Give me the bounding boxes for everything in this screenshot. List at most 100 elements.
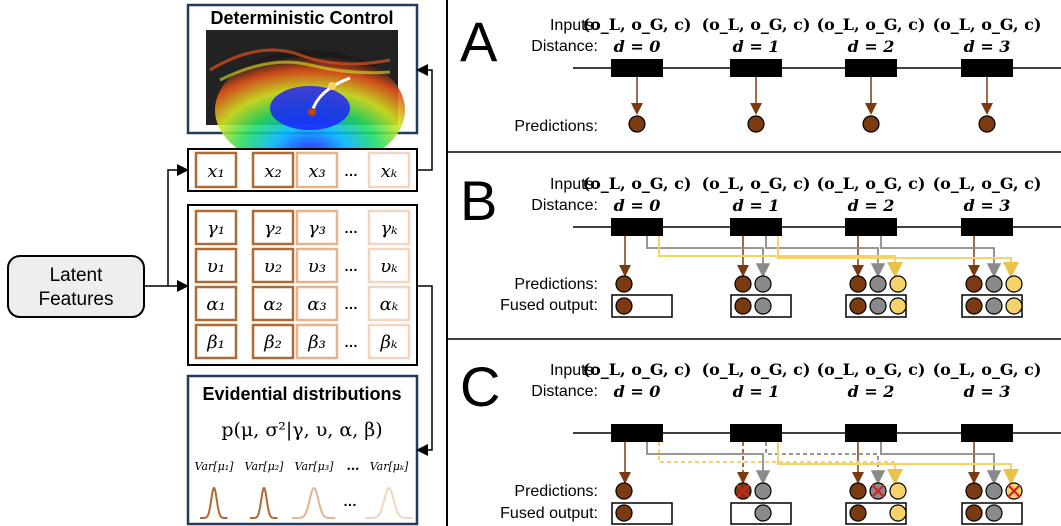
latent-connectors: [144, 64, 433, 456]
encoder-block: [611, 59, 663, 77]
prediction-dot: [869, 297, 887, 315]
param-dots: …: [344, 220, 358, 236]
distance-value: d = 0: [614, 382, 661, 401]
input-value: (o_L, o_G, c): [817, 15, 926, 34]
evidential-box: [186, 374, 419, 526]
inputs-label: Inputs:: [550, 362, 598, 379]
param-cell: [194, 285, 238, 322]
distance-value: d = 3: [964, 196, 1011, 215]
input-value: (o_L, o_G, c): [583, 15, 692, 34]
param-cell: [251, 247, 295, 284]
prediction-dot: [1005, 297, 1023, 315]
evidential-title: Evidential distributions: [202, 384, 401, 404]
inputs-label: Inputs:: [550, 176, 598, 193]
param-cell-label: γₖ: [380, 218, 398, 239]
latent-label-line1: Latent: [50, 265, 104, 286]
prediction-dot: [628, 115, 646, 133]
prediction-dot: [862, 115, 880, 133]
predictions-label: Predictions:: [514, 118, 598, 135]
param-cell-label: υ₁: [207, 256, 225, 277]
panel-label: B: [460, 169, 497, 232]
prediction-dot: [754, 297, 772, 315]
var-label: Var[μ₁]: [195, 460, 235, 473]
x-cell: [295, 151, 339, 189]
distance-value: d = 3: [964, 382, 1011, 401]
panel-label: C: [460, 355, 500, 418]
terrain-visual: [209, 48, 405, 170]
prediction-dot: [985, 275, 1003, 293]
distance-value: d = 1: [733, 382, 780, 401]
param-cell: [367, 285, 411, 322]
param-dots: …: [344, 296, 358, 312]
arrow: [777, 236, 1019, 278]
control-title: Deterministic Control: [210, 8, 393, 28]
encoder-block: [961, 59, 1013, 77]
input-value: (o_L, o_G, c): [702, 174, 811, 193]
prediction-dot: [615, 297, 633, 315]
var-label: Var[μ₂]: [245, 460, 285, 473]
param-cell-label: β₁: [206, 332, 225, 353]
var-label: …: [347, 459, 360, 474]
distribution-curves: [200, 486, 413, 519]
prediction-dot: [985, 504, 1003, 522]
distance-value: d = 1: [733, 37, 780, 56]
distance-value: d = 2: [848, 382, 895, 401]
encoder-block: [845, 218, 897, 236]
param-cell-label: γ₁: [207, 218, 225, 239]
input-value: (o_L, o_G, c): [933, 360, 1042, 379]
input-value: (o_L, o_G, c): [702, 360, 811, 379]
encoder-block: [611, 424, 663, 442]
prediction-dot: [734, 275, 752, 293]
fused-label: Fused output:: [500, 505, 598, 522]
param-cell-label: υ₂: [264, 256, 282, 277]
param-cell-label: α₃: [307, 294, 326, 315]
distance-value: d = 0: [614, 37, 661, 56]
encoder-block: [730, 424, 782, 442]
x-cell: [367, 151, 411, 189]
prediction-dot: [849, 482, 867, 500]
prediction-dot: [965, 297, 983, 315]
encoder-block: [845, 424, 897, 442]
distance-value: d = 3: [964, 37, 1011, 56]
input-value: (o_L, o_G, c): [583, 360, 692, 379]
prediction-dot: [869, 275, 887, 293]
param-cell: [295, 209, 339, 246]
var-label: Var[μₖ]: [370, 460, 409, 473]
prediction-dot: [965, 482, 983, 500]
prediction-dot: [889, 504, 907, 522]
input-value: (o_L, o_G, c): [933, 15, 1042, 34]
arrow: [658, 442, 903, 485]
prediction-dot: [889, 297, 907, 315]
arrow: [646, 236, 771, 278]
param-cell-label: β₃: [307, 332, 326, 353]
inputs-label: Inputs:: [550, 17, 598, 34]
fused-label: Fused output:: [500, 297, 598, 314]
param-cell-label: α₁: [206, 294, 225, 315]
prediction-dot: [754, 504, 772, 522]
param-cell: [295, 247, 339, 284]
gaussian-curve: [292, 486, 336, 519]
var-label: Var[μ₃]: [295, 460, 335, 473]
prediction-dot: [1005, 275, 1023, 293]
param-cell-label: αₖ: [380, 294, 399, 315]
prediction-dot: [747, 115, 765, 133]
gaussian-curve: [365, 486, 413, 519]
arrow: [880, 442, 1002, 485]
param-cell-label: υₖ: [380, 256, 398, 277]
param-cell: [251, 323, 295, 360]
ood-cross-icon: [871, 484, 885, 498]
prediction-dot: [849, 297, 867, 315]
prediction-dot: [985, 297, 1003, 315]
param-cell-label: βₖ: [380, 332, 398, 353]
param-cell-label: υ₃: [308, 256, 326, 277]
distance-value: d = 1: [733, 196, 780, 215]
prediction-dot: [985, 482, 1003, 500]
prediction-dot: [965, 275, 983, 293]
x-cell-label: x₂: [264, 161, 281, 182]
param-cell: [295, 285, 339, 322]
